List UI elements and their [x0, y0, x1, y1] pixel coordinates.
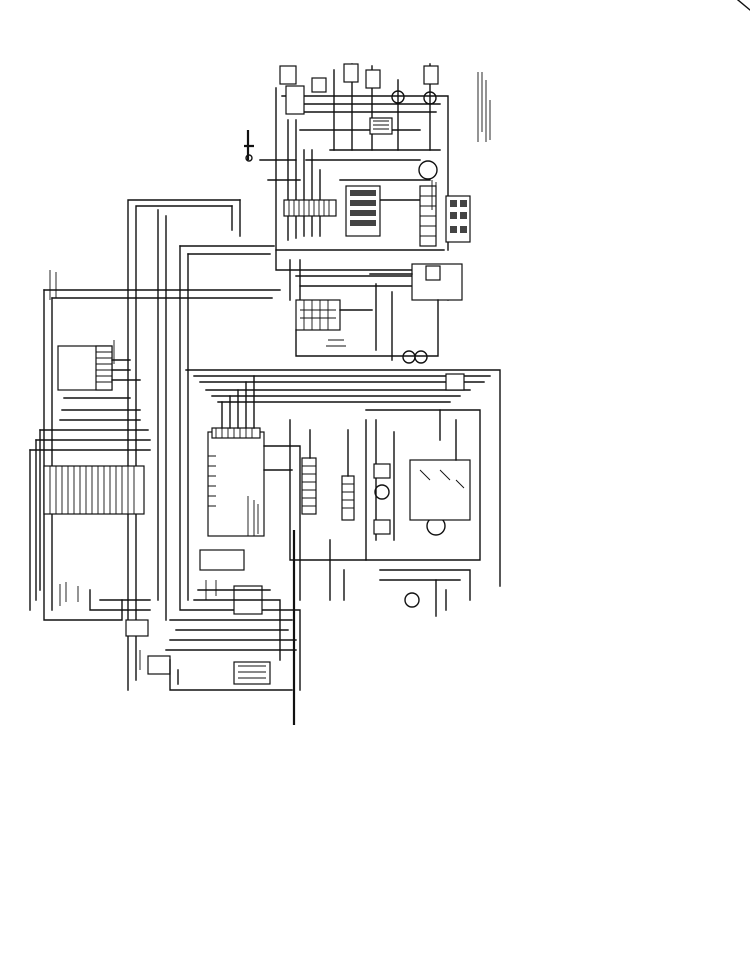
lamp-icon [404, 592, 420, 608]
terminal-block-icon [369, 117, 393, 135]
lower-left-components [89, 530, 297, 725]
terminal-block-top [283, 160, 471, 247]
lamp-icon [423, 91, 437, 105]
relay-switch-icon [343, 63, 359, 83]
lamp-icon [391, 90, 405, 104]
lamp-icon [414, 350, 428, 364]
relay-switch-icon [311, 77, 327, 93]
relay-switch-icon [423, 65, 439, 85]
relay-switch-icon [365, 69, 381, 89]
control-board [185, 369, 501, 601]
middle-components [289, 419, 367, 601]
relay-switch-icon [285, 85, 305, 115]
motor-icon [374, 484, 390, 500]
scan-corner-mark [737, 0, 750, 11]
lamp-icon [402, 350, 416, 364]
motor-icon [418, 160, 438, 180]
right-upper-box [295, 263, 463, 364]
component-labels [49, 72, 491, 670]
relay-switch-icon [279, 65, 297, 85]
left-terminal [43, 345, 145, 515]
right-components [365, 373, 481, 617]
upper-components [244, 63, 439, 162]
